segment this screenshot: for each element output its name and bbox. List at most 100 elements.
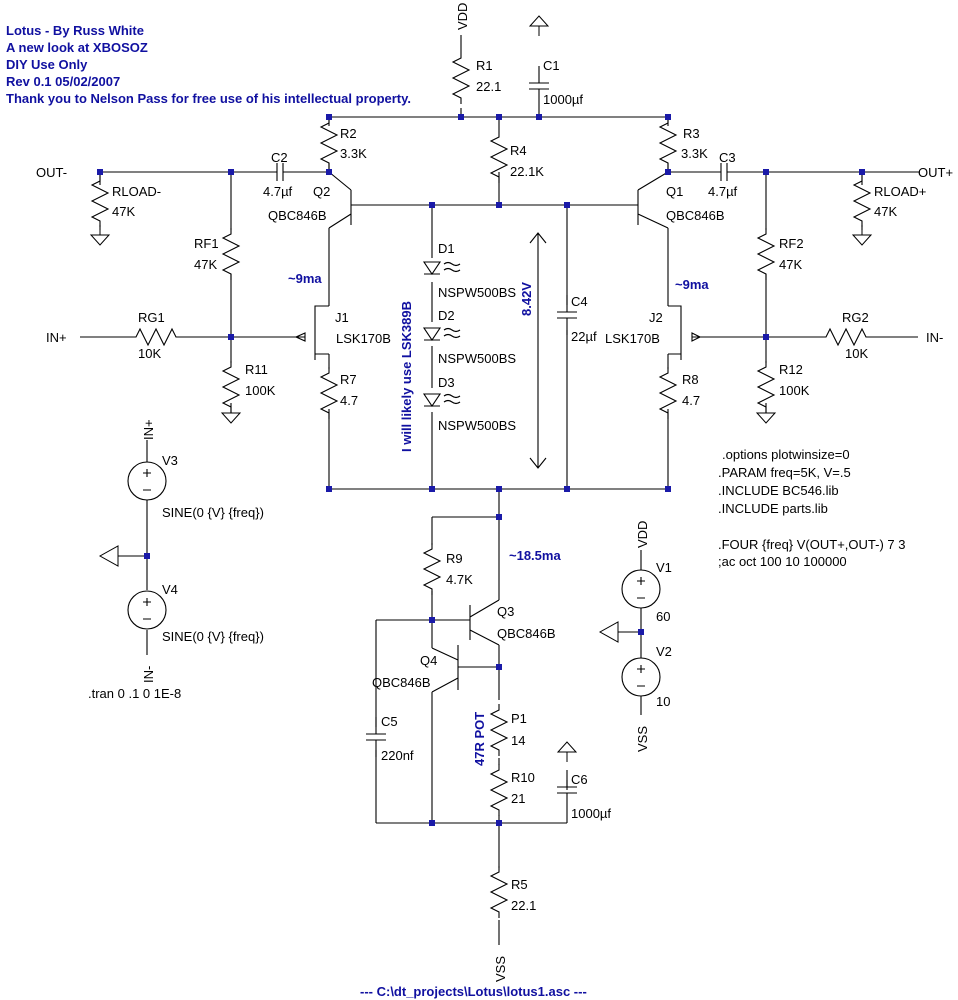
junction-dot bbox=[97, 169, 103, 175]
ground-c6-symbol bbox=[557, 741, 577, 763]
label-r5-value: 22.1 bbox=[511, 898, 536, 913]
resistor-rf1-symbol bbox=[222, 227, 240, 281]
directive-ac: ;ac oct 100 10 100000 bbox=[718, 554, 847, 569]
directive-four: .FOUR {freq} V(OUT+,OUT-) 7 3 bbox=[718, 537, 905, 552]
label-rg1-value: 10K bbox=[138, 346, 161, 361]
directive-include-1: .INCLUDE BC546.lib bbox=[718, 483, 839, 498]
label-j1-name: J1 bbox=[335, 310, 349, 325]
junction-dot bbox=[496, 486, 502, 492]
label-v2-value: 10 bbox=[656, 694, 670, 709]
label-rg2-name: RG2 bbox=[842, 310, 869, 325]
annotation-voltage: 8.42V bbox=[519, 282, 534, 316]
annotation-current-right: ~9ma bbox=[675, 277, 709, 292]
label-r11-name: R11 bbox=[245, 362, 268, 377]
label-r8-name: R8 bbox=[682, 372, 699, 387]
label-rload-minus-name: RLOAD- bbox=[112, 184, 161, 199]
net-out-plus: OUT+ bbox=[918, 165, 953, 180]
diode-d1-symbol bbox=[423, 261, 461, 275]
annotation-current-tail: ~18.5ma bbox=[509, 548, 561, 563]
junction-dot bbox=[228, 169, 234, 175]
label-d3-name: D3 bbox=[438, 375, 455, 390]
header-notes: Lotus - By Russ White A new look at XBOS… bbox=[6, 23, 411, 106]
header-line-4: Rev 0.1 05/02/2007 bbox=[6, 74, 120, 89]
label-r10-name: R10 bbox=[511, 770, 535, 785]
ground-c1-symbol bbox=[529, 15, 549, 37]
label-r7-name: R7 bbox=[340, 372, 357, 387]
label-r3-value: 3.3K bbox=[681, 146, 708, 161]
label-j2-value: LSK170B bbox=[605, 331, 660, 346]
label-v2-name: V2 bbox=[656, 644, 672, 659]
label-q2-value: QBC846B bbox=[268, 208, 327, 223]
label-c1-name: C1 bbox=[543, 58, 560, 73]
label-j2-name: J2 bbox=[649, 310, 663, 325]
label-v1-value: 60 bbox=[656, 609, 670, 624]
label-rf1-name: RF1 bbox=[194, 236, 219, 251]
components bbox=[90, 15, 873, 919]
directive-options: .options plotwinsize=0 bbox=[722, 447, 850, 462]
label-d2-value: NSPW500BS bbox=[438, 351, 516, 366]
label-rg1-name: RG1 bbox=[138, 310, 165, 325]
label-q4-value: QBC846B bbox=[372, 675, 431, 690]
net-in-minus: IN- bbox=[926, 330, 943, 345]
junction-dot bbox=[496, 202, 502, 208]
label-rload-plus-value: 47K bbox=[874, 204, 897, 219]
label-v3-value: SINE(0 {V} {freq}) bbox=[162, 505, 264, 520]
j2-gate-arrow-icon bbox=[691, 332, 702, 342]
annotation-pot: 47R POT bbox=[472, 712, 487, 766]
label-r7-value: 4.7 bbox=[340, 393, 358, 408]
ground-r12-symbol bbox=[756, 402, 776, 424]
label-d2-name: D2 bbox=[438, 308, 455, 323]
resistor-rf2-symbol bbox=[757, 227, 775, 281]
header-line-5: Thank you to Nelson Pass for free use of… bbox=[6, 91, 411, 106]
junction-dot bbox=[859, 169, 865, 175]
label-r12-value: 100K bbox=[779, 383, 810, 398]
ground-rload-minus-symbol bbox=[90, 224, 110, 246]
label-r4-value: 22.1K bbox=[510, 164, 544, 179]
label-r5-name: R5 bbox=[511, 877, 528, 892]
voltage-span-arrow bbox=[529, 232, 547, 469]
label-r4-name: R4 bbox=[510, 143, 527, 158]
header-line-2: A new look at XBOSOZ bbox=[6, 40, 148, 55]
junction-dot bbox=[763, 169, 769, 175]
label-rload-plus-name: RLOAD+ bbox=[874, 184, 926, 199]
junction-dot bbox=[429, 617, 435, 623]
net-vdd-top: VDD bbox=[455, 3, 470, 30]
label-c4-name: C4 bbox=[571, 294, 588, 309]
label-r11-value: 100K bbox=[245, 383, 276, 398]
ground-v1v2-symbol bbox=[598, 621, 619, 643]
label-c3-name: C3 bbox=[719, 150, 736, 165]
directive-tran: .tran 0 .1 0 1E-8 bbox=[88, 686, 181, 701]
label-rload-minus-value: 47K bbox=[112, 204, 135, 219]
net-v4-bottom: IN- bbox=[141, 666, 156, 683]
net-out-minus: OUT- bbox=[36, 165, 67, 180]
directive-param: .PARAM freq=5K, V=.5 bbox=[718, 465, 851, 480]
resistor-r5-symbol bbox=[490, 865, 508, 919]
junction-dot bbox=[429, 202, 435, 208]
net-v1-top: VDD bbox=[635, 521, 650, 548]
label-rf2-value: 47K bbox=[779, 257, 802, 272]
net-vss-bottom: VSS bbox=[493, 956, 508, 982]
label-rf1-value: 47K bbox=[194, 257, 217, 272]
ground-v3v4-symbol bbox=[98, 545, 119, 567]
label-c4-value: 22µf bbox=[571, 329, 597, 344]
junction-dot bbox=[326, 114, 332, 120]
net-v2-bottom: VSS bbox=[635, 726, 650, 752]
label-q3-name: Q3 bbox=[497, 604, 514, 619]
label-r1-name: R1 bbox=[476, 58, 493, 73]
source-v3-symbol bbox=[127, 461, 167, 501]
label-c5-value: 220nf bbox=[381, 748, 414, 763]
label-q1-name: Q1 bbox=[666, 184, 683, 199]
source-v4-symbol bbox=[127, 590, 167, 630]
label-rg2-value: 10K bbox=[845, 346, 868, 361]
label-d3-value: NSPW500BS bbox=[438, 418, 516, 433]
label-q4-name: Q4 bbox=[420, 653, 437, 668]
resistor-r10-symbol bbox=[490, 763, 508, 817]
junction-dot bbox=[429, 486, 435, 492]
label-j1-value: LSK170B bbox=[336, 331, 391, 346]
label-c3-value: 4.7µf bbox=[708, 184, 738, 199]
label-rf2-name: RF2 bbox=[779, 236, 804, 251]
label-c2-name: C2 bbox=[271, 150, 288, 165]
junction-dot bbox=[458, 114, 464, 120]
junction-dot bbox=[228, 334, 234, 340]
